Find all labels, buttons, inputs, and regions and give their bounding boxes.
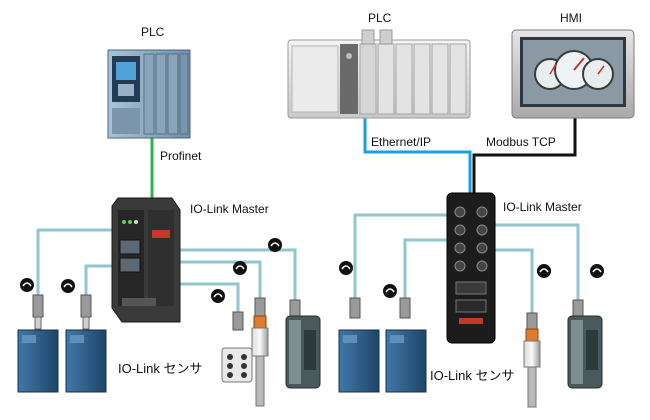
io-link-logo-icon <box>20 278 34 292</box>
iolink-master-left-label: IO-Link Master <box>190 202 269 216</box>
ethernet-ip-label: Ethernet/IP <box>371 135 431 149</box>
profinet-label: Profinet <box>160 149 202 163</box>
photoelectric-sensor-left-1[interactable] <box>17 329 59 393</box>
cable-connector <box>349 297 361 319</box>
io-link-logo-icon <box>61 279 75 293</box>
cable-connector <box>80 294 92 330</box>
photoelectric-sensor-left-2[interactable] <box>65 329 107 393</box>
distance-sensor-left[interactable] <box>285 315 321 389</box>
io-link-logo-icon <box>233 261 247 275</box>
plc-left-label: PLC <box>141 25 165 39</box>
hmi-label: HMI <box>560 11 582 25</box>
iolink-master-left-device[interactable] <box>111 197 181 323</box>
modbus-tcp-cable <box>472 118 577 193</box>
pressure-switch-sensor[interactable] <box>221 347 253 383</box>
cable-connector <box>254 297 266 317</box>
io-link-logo-icon <box>339 261 353 275</box>
io-link-logo-icon <box>211 289 225 303</box>
io-link-logo-icon <box>383 284 397 298</box>
proximity-probe-sensor-right[interactable] <box>523 328 541 408</box>
iolink-master-right-device[interactable] <box>446 192 496 344</box>
iolink-sensor-right-label: IO-Link センサ <box>430 368 515 383</box>
cable-connector <box>399 297 411 319</box>
cable-connector <box>526 312 538 330</box>
cable-connector <box>32 294 44 330</box>
plc-left-device[interactable] <box>107 49 191 139</box>
cable-connector <box>572 299 584 317</box>
iolink-sensor-left-label: IO-Link センサ <box>118 361 203 376</box>
plc-right-device[interactable] <box>287 29 471 119</box>
proximity-probe-sensor-left[interactable] <box>251 315 269 407</box>
hmi-device[interactable] <box>511 29 635 119</box>
photoelectric-sensor-right-2[interactable] <box>385 329 427 393</box>
right-iolink-cables <box>353 213 580 313</box>
io-link-logo-icon <box>537 264 551 278</box>
distance-sensor-right[interactable] <box>567 315 603 389</box>
plc-right-label: PLC <box>368 11 392 25</box>
io-link-logo-icon <box>590 264 604 278</box>
io-link-logo-icon <box>268 238 282 252</box>
left-iolink-cables <box>36 228 297 312</box>
iolink-master-right-label: IO-Link Master <box>503 200 582 214</box>
photoelectric-sensor-right-1[interactable] <box>338 329 380 393</box>
cable-connector <box>232 311 244 331</box>
ethernet-ip-cable <box>363 118 472 193</box>
cable-connector <box>289 299 301 317</box>
modbus-tcp-label: Modbus TCP <box>486 135 556 149</box>
